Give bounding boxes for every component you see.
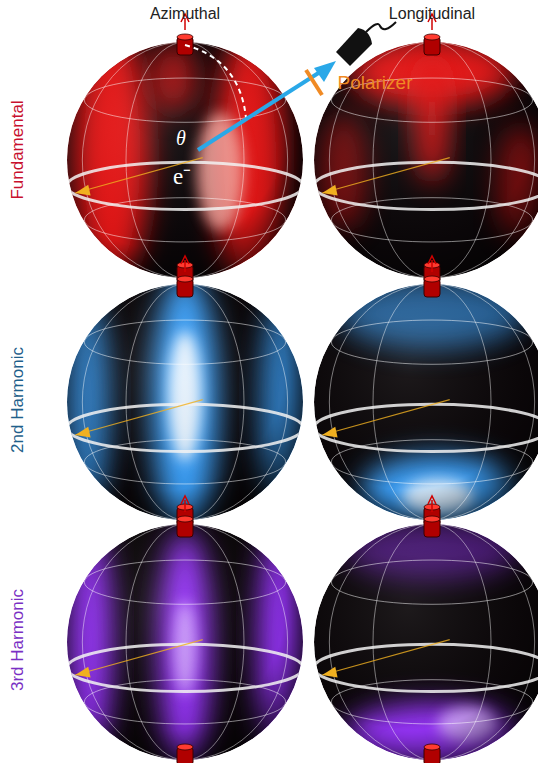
polarization-sphere — [67, 496, 303, 763]
polarization-sphere — [67, 256, 303, 532]
emission-arrow — [185, 45, 336, 150]
polarizer-label: Polarizer — [338, 73, 413, 94]
row-label: 2nd Harmonic — [9, 347, 28, 453]
electron-symbol: e⁻ — [173, 164, 191, 189]
polarization-sphere — [314, 496, 538, 763]
detector-icon — [336, 22, 396, 66]
polarization-sphere — [67, 14, 303, 290]
column-header: Azimuthal — [150, 5, 220, 23]
column-header: Longitudinal — [389, 5, 475, 23]
angle-symbol: θ — [176, 127, 186, 149]
polarization-sphere — [314, 256, 538, 526]
polarization-sphere — [314, 14, 538, 283]
row-label: Fundamental — [9, 100, 28, 199]
row-label: 3rd Harmonic — [9, 589, 28, 691]
